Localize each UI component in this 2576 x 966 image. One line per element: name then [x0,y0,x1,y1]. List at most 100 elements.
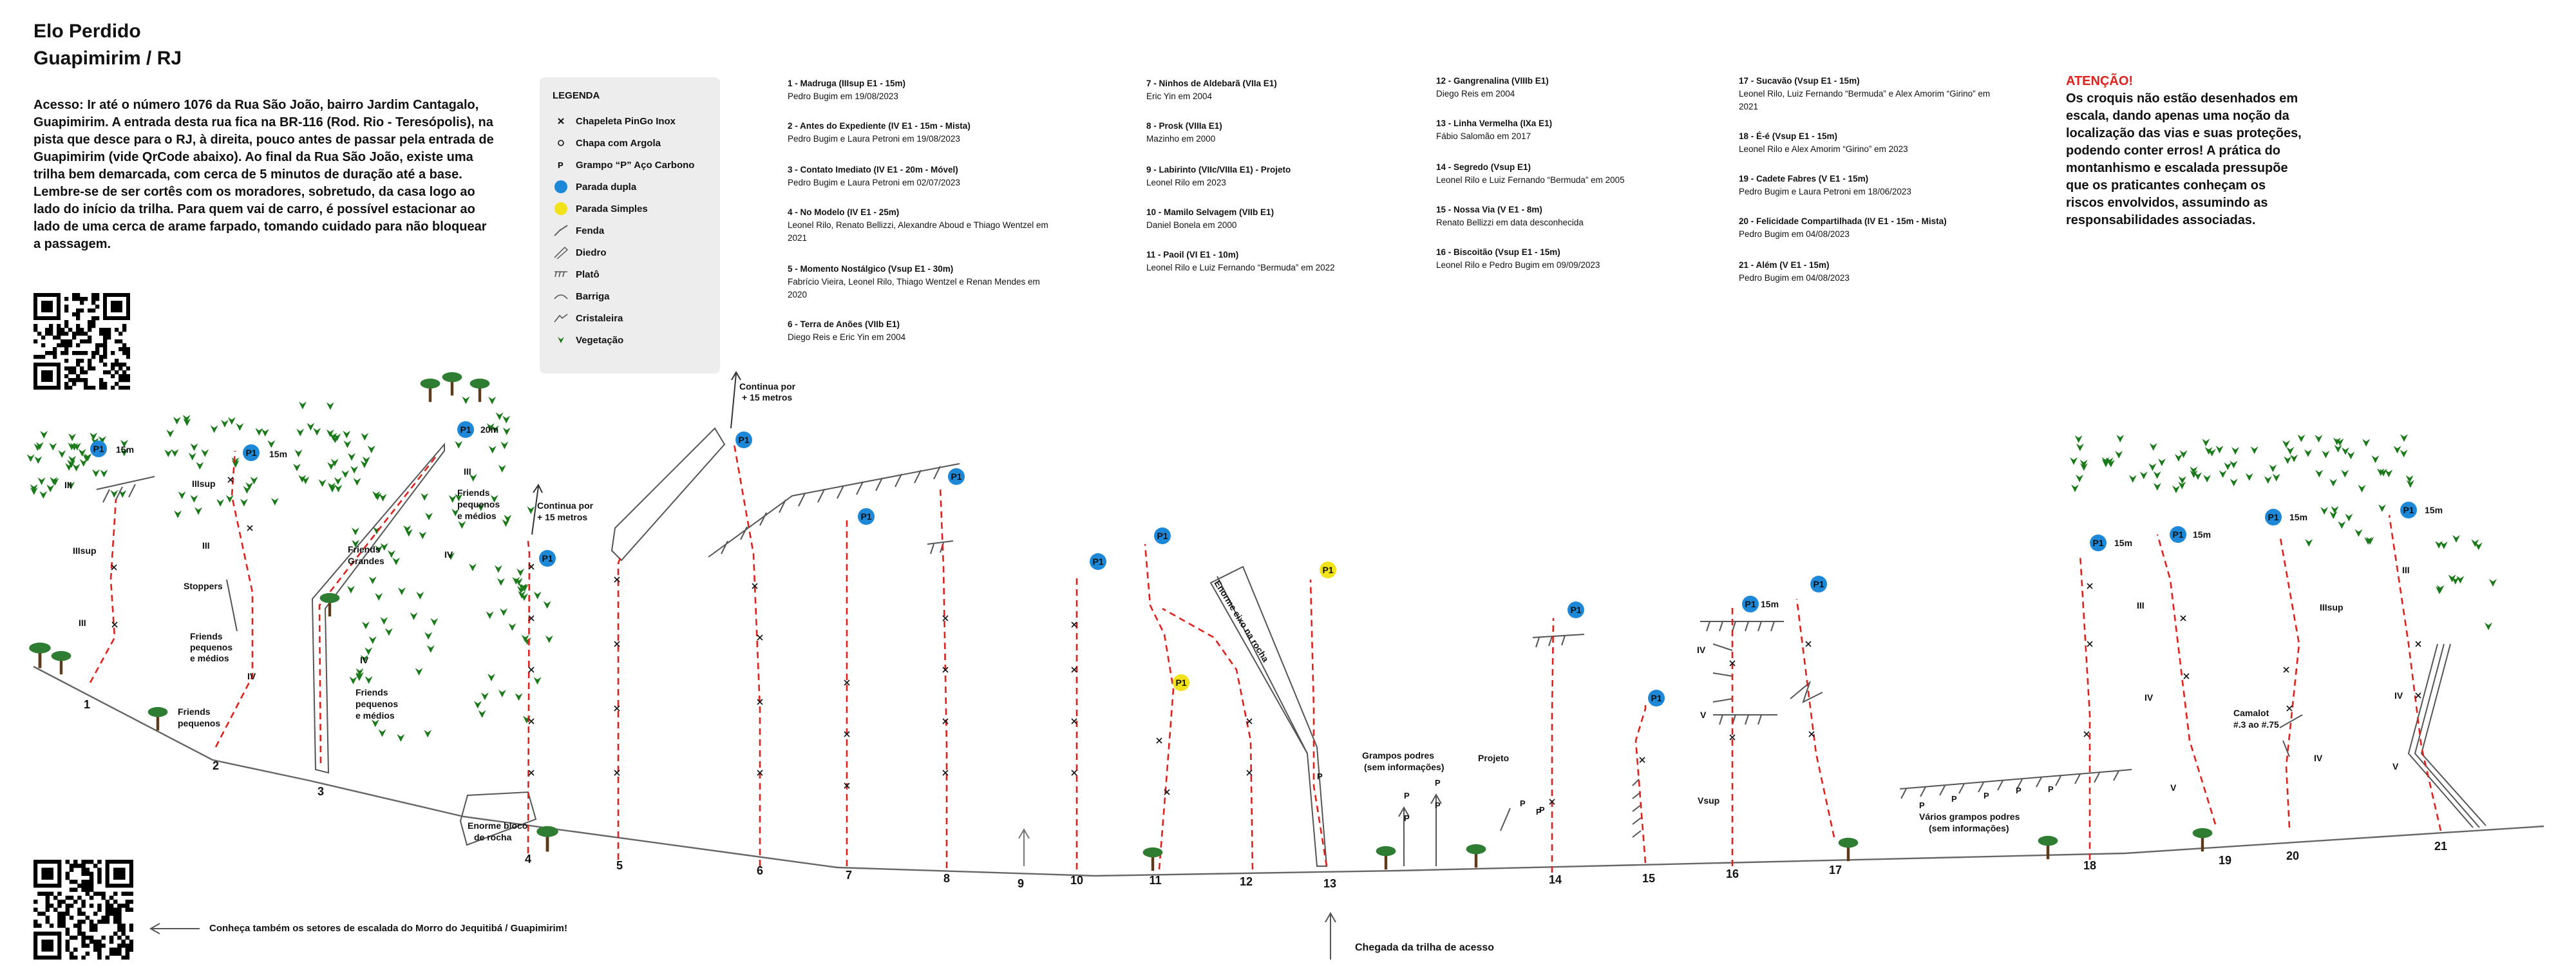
diagram-label: e médios [457,511,497,521]
bolt-mark [614,770,620,776]
legend-item: Fenda [553,222,604,240]
legend-title: LEGENDA [553,90,600,101]
bolt-mark [1071,621,1077,628]
vegetation-mark [91,469,100,477]
vegetation-mark [327,462,336,470]
vegetation-mark [2282,440,2290,448]
vegetation-mark [2219,470,2227,478]
vegetation-mark [2224,462,2232,470]
vegetation-mark [2474,542,2483,551]
vegetation-mark [50,477,58,485]
vegetation-mark [495,412,504,421]
p-bolt-mark: P [1520,799,1526,808]
vegetation-mark [2366,536,2374,545]
vegetation-mark [425,512,433,520]
vegetation-mark [543,601,551,609]
vegetation-mark [2230,478,2238,487]
diagram-label: III [2137,600,2145,611]
vegetation-mark [68,433,77,442]
vegetation-mark [488,396,497,404]
svg-text:P1: P1 [1745,599,1756,609]
vegetation-mark [355,668,364,676]
diagram-label: IIIsup [2320,602,2344,612]
svg-text:P1: P1 [2092,538,2103,548]
vegetation-mark [2172,485,2181,493]
vegetation-mark [355,672,364,680]
trees-layer [29,372,2213,871]
route-entry: 3 - Contato Imediato (IV E1 - 20m - Móve… [788,165,960,187]
route-number-label: 11 [1149,874,1161,887]
route-line-11 [1309,579,1328,867]
vegetation-mark [2315,469,2324,478]
double-anchor-icon: P1 [1742,596,1759,612]
vegetation-mark [2102,459,2110,468]
vegetation-mark [2230,460,2238,469]
dihedral-pillar [311,442,445,774]
vegetation-mark [110,489,118,498]
bulge-icon [553,289,569,304]
vegetation-mark [183,418,191,426]
ledge-route6 [708,463,960,558]
svg-text:P1: P1 [2268,512,2278,522]
svg-text:P1: P1 [951,471,961,482]
route-number-label: 6 [757,864,763,877]
vegetation-mark [334,477,342,485]
route-entry: 4 - No Modelo (IV E1 - 25m)Leonel Rilo, … [788,207,1048,243]
tree-icon [1142,847,1163,871]
vegetation-mark [2115,451,2123,459]
vegetation-mark [421,493,429,501]
route-entry: 12 - Gangrenalina (VIIIb E1)Diego Reis e… [1436,76,1549,99]
bolt-mark [1729,660,1736,667]
qr-code-directions-icon[interactable] [33,293,130,390]
bolt-mark [2283,667,2289,673]
tree-icon [442,372,462,396]
vegetation-icon [553,332,569,348]
vegetation-mark [100,469,108,478]
ledge-route1 [96,476,155,503]
continua-arrow-1 [730,371,741,429]
vegetation-mark [2452,535,2460,543]
vegetation-mark [343,440,352,448]
vegetation-mark [2362,439,2371,447]
arrow-camalot [2279,714,2303,757]
double-anchor-icon: P1 [2400,502,2417,518]
vegetation-mark [416,591,424,600]
vegetation-mark [350,466,359,474]
double-anchor-icon: P1 [1648,690,1665,706]
vegetation-mark [2341,469,2349,478]
vegetation-mark [375,592,383,601]
vegetation-mark [68,455,77,464]
double-anchor-icon: P1 [1090,553,1106,570]
vegetation-mark [46,484,55,493]
tree-icon [51,650,71,675]
bolt-mark [2087,583,2093,589]
tree-icon [1838,837,1859,862]
svg-text:P1: P1 [245,448,256,458]
route-line-1 [89,498,117,683]
vegetation-mark [380,543,388,551]
diagram-label: Friends [355,687,388,697]
vegetation-mark [2406,480,2414,488]
vegetation-mark [2139,471,2148,480]
vegetation-mark [490,495,498,503]
route-entry: 1 - Madruga (IIIsup E1 - 15m)Pedro Bugim… [788,79,906,101]
qr-code-jequitiba-icon[interactable] [33,860,133,960]
bolt-mark [2415,641,2421,647]
vegetation-mark [480,692,489,701]
p-bolt-mark: P [1404,791,1410,800]
bolt-mark [528,718,535,724]
warning-box: ATENÇÃO! Os croquis não estão desenhados… [2066,73,2304,229]
p-bolt-mark: P [2016,786,2022,795]
vegetation-mark [468,563,477,571]
bolt-mark [844,782,850,789]
vegetation-mark [2456,576,2465,584]
vegetation-mark [328,482,336,491]
vegetation-mark [30,484,38,492]
bolt-mark [528,770,535,776]
p-bolt-mark: P [1404,813,1410,823]
tree-icon [469,378,490,402]
route-entry: 16 - Biscoitão (Vsup E1 - 15m)Leonel Ril… [1436,247,1600,270]
vegetation-mark [194,507,203,515]
vegetation-mark [79,459,88,467]
p-bolt-mark: P [1435,800,1441,810]
